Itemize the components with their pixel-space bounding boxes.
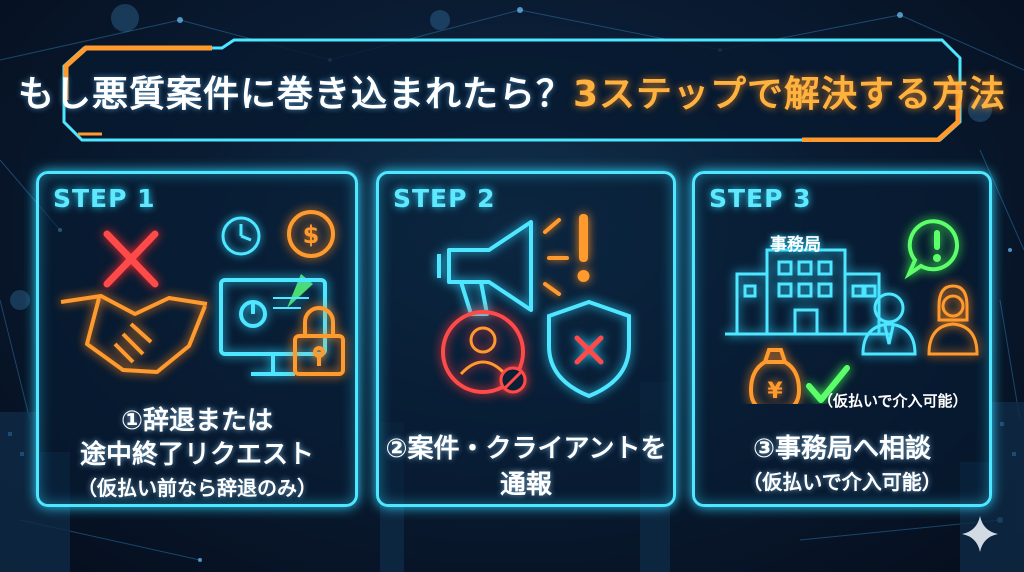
exclamation-bubble-icon xyxy=(904,219,960,280)
step-2-label: STEP 2 xyxy=(393,184,496,213)
step-2-caption-line1: ②案件・クライアントを xyxy=(385,434,667,464)
computer-monitor-icon xyxy=(219,278,327,376)
step-3-card: STEP 3 xyxy=(692,171,992,507)
office-sign: 事務局 xyxy=(770,235,821,255)
shield-x-icon xyxy=(547,299,631,399)
step-3-caption-note: （仮払いで介入可能） xyxy=(742,470,942,494)
yen-moneybag-icon: ¥ xyxy=(748,348,802,404)
title-main: もし悪質案件に巻き込まれたら？ xyxy=(17,74,573,115)
dollar-coin-icon: $ xyxy=(287,210,335,258)
step-1-card: STEP 1 $ xyxy=(36,171,358,507)
step-1-caption-note: （仮払い前なら辞退のみ） xyxy=(77,476,317,500)
megaphone-icon xyxy=(437,220,533,316)
step-1-caption-line1: ①辞退または xyxy=(120,406,273,436)
step-3-illustration: ¥ xyxy=(725,219,979,404)
step-3-label: STEP 3 xyxy=(709,184,812,213)
step-1-label: STEP 1 xyxy=(53,184,156,213)
title-highlight: 3ステップで解決する方法 xyxy=(572,74,1007,115)
clock-icon xyxy=(221,216,261,256)
exclamation-icon xyxy=(577,214,590,282)
step-1-illustration: $ xyxy=(60,210,345,376)
businesswoman-icon xyxy=(927,284,979,356)
title-frame xyxy=(62,38,962,142)
handshake-icon xyxy=(60,294,208,374)
step-2-caption-line2: 通報 xyxy=(499,470,552,500)
page-title: もし悪質案件に巻き込まれたら？3ステップで解決する方法 xyxy=(18,64,1005,118)
svg-text:¥: ¥ xyxy=(767,379,783,404)
step-3-caption-line1: ③事務局へ相談 xyxy=(752,434,931,464)
arrow-icon xyxy=(287,274,313,308)
sparkle-icon xyxy=(962,516,998,552)
title-banner: もし悪質案件に巻き込まれたら？3ステップで解決する方法 xyxy=(18,38,1005,142)
step-2-card: STEP 2 ②案件・クライアントを xyxy=(376,171,676,507)
padlock-icon xyxy=(293,306,345,376)
x-mark-icon xyxy=(103,230,159,288)
sound-wave-icon xyxy=(543,218,569,296)
businessman-icon xyxy=(861,292,917,356)
office-building-icon xyxy=(725,248,891,336)
step-3-side-note: （仮払いで介入可能） xyxy=(818,392,968,410)
step-2-illustration xyxy=(437,214,631,399)
step-1-caption-line2: 途中終了リクエスト xyxy=(79,440,314,470)
checkmark-icon xyxy=(806,365,850,403)
blocked-person-icon xyxy=(441,310,527,394)
svg-text:$: $ xyxy=(303,221,320,249)
